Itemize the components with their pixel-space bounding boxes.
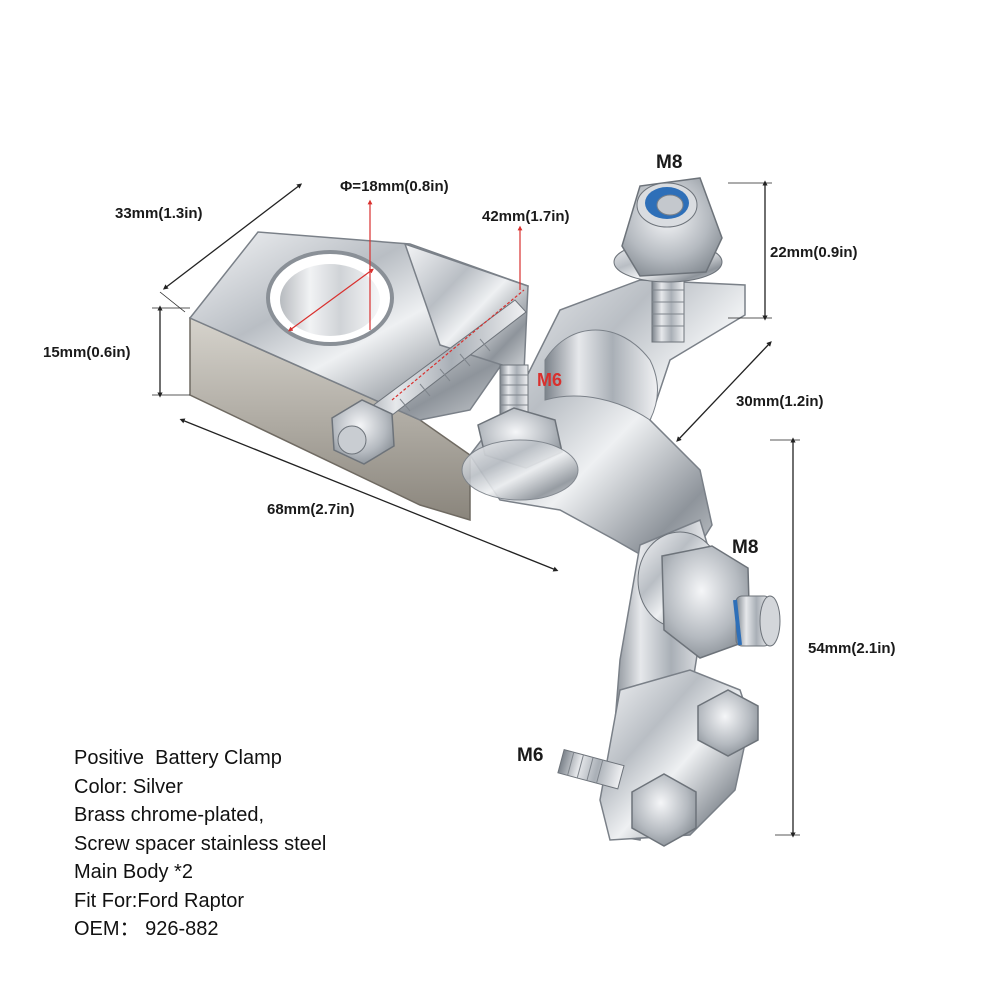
spec-line-screw: Screw spacer stainless steel xyxy=(74,832,327,855)
middle-bolt-m8 xyxy=(637,531,781,659)
clamp-stud-label: M6 xyxy=(537,370,563,390)
product-specs: Positive Battery Clamp Color: Silver Bra… xyxy=(74,744,326,944)
middle-bolt-label: M8 xyxy=(732,537,759,558)
width-33-label: 33mm(1.3in) xyxy=(115,205,203,222)
top-bolt-label: M8 xyxy=(656,152,683,173)
top-bolt-m8 xyxy=(613,177,723,343)
spec-line-fitment: Fit For:Ford Raptor xyxy=(74,889,245,912)
bolt-height-22-label: 22mm(0.9in) xyxy=(770,244,858,261)
spec-line-quantity: Main Body *2 xyxy=(74,861,193,883)
red-guides xyxy=(288,199,525,401)
height-42-label: 42mm(1.7in) xyxy=(482,208,570,225)
hole-diameter-label: Φ=18mm(0.8in) xyxy=(340,178,449,195)
spec-line-material: Brass chrome-plated, xyxy=(74,804,265,826)
dimension-lines xyxy=(152,180,800,838)
height-54-label: 54mm(2.1in) xyxy=(808,640,896,657)
bottom-stud-label: M6 xyxy=(517,745,544,766)
height-15-label: 15mm(0.6in) xyxy=(43,344,131,361)
length-68-label: 68mm(2.7in) xyxy=(267,501,355,518)
bottom-stud-m6 xyxy=(557,689,759,847)
spec-line-oem: OEM： 926-882 xyxy=(74,918,219,940)
spec-line-color: Color: Silver xyxy=(74,775,183,798)
width-30-label: 30mm(1.2in) xyxy=(736,393,824,410)
spec-line-title: Positive Battery Clamp xyxy=(74,747,282,769)
